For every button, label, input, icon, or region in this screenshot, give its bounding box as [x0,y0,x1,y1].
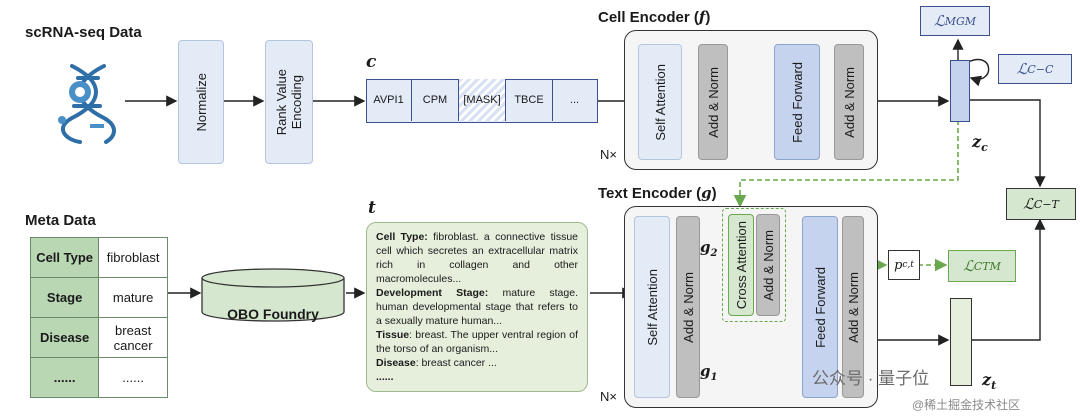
text-add-norm-cross: Add & Norm [756,214,780,316]
meta-title: Meta Data [25,212,96,229]
gate-g2-label: g2 [700,238,718,259]
zt-embedding [950,298,972,386]
cell-add-norm-1: Add & Norm [698,44,728,160]
token-label-c: c [366,52,377,72]
text-label-t: t [368,198,376,218]
text-encoder-title: Text Encoder (g) [598,184,717,202]
gate-g1-label: g1 [700,362,718,383]
text-add-norm-2: Add & Norm [842,216,864,398]
text-description-card: Cell Type: fibroblast. a connective tiss… [366,222,588,392]
text-cross-attention: Cross Attention [728,214,754,316]
obo-foundry-label: OBO Foundry [227,306,319,322]
cell-self-attention: Self Attention [638,44,682,160]
scrna-title: scRNA-seq Data [25,24,142,41]
meta-row: ............ [29,357,168,398]
text-item: Disease: breast cancer ... [376,357,497,369]
watermark-source: @稀土掘金技术社区 [912,398,1021,412]
normalize-box: Normalize [178,40,224,164]
token-4: ... [569,94,580,106]
normalize-label: Normalize [193,72,209,132]
text-item: Tissue: breast. The upper ventral region… [376,329,578,355]
cell-feed-forward: Feed Forward [774,44,820,160]
text-item: ...... [376,371,394,383]
token-0: AVPI1 [366,79,412,121]
token-1: CPM [412,79,459,121]
zc-embedding [950,60,970,122]
zc-label: zc [972,132,988,155]
cell-encoder-nx: N× [600,147,617,162]
text-item: Development Stage: mature stage. human d… [376,287,578,327]
zt-label: zt [982,370,997,393]
text-add-norm-1: Add & Norm [676,216,700,398]
text-encoder-nx: N× [600,389,617,404]
text-self-attention: Self Attention [634,216,670,398]
text-feed-forward: Feed Forward [802,216,838,398]
cell-encoder-title: Cell Encoder (f) [598,8,711,26]
text-item: Cell Type: fibroblast. a connective tiss… [376,231,578,285]
watermark-text: 公众号 · 量子位 [812,369,930,388]
token-3: TBCE [506,79,553,121]
obo-foundry-database [201,268,345,322]
token-2-mask: [MASK] [459,79,506,121]
cross-attention-group [722,208,786,322]
cell-add-norm-2: Add & Norm [834,44,864,160]
dna-icon [58,64,116,144]
